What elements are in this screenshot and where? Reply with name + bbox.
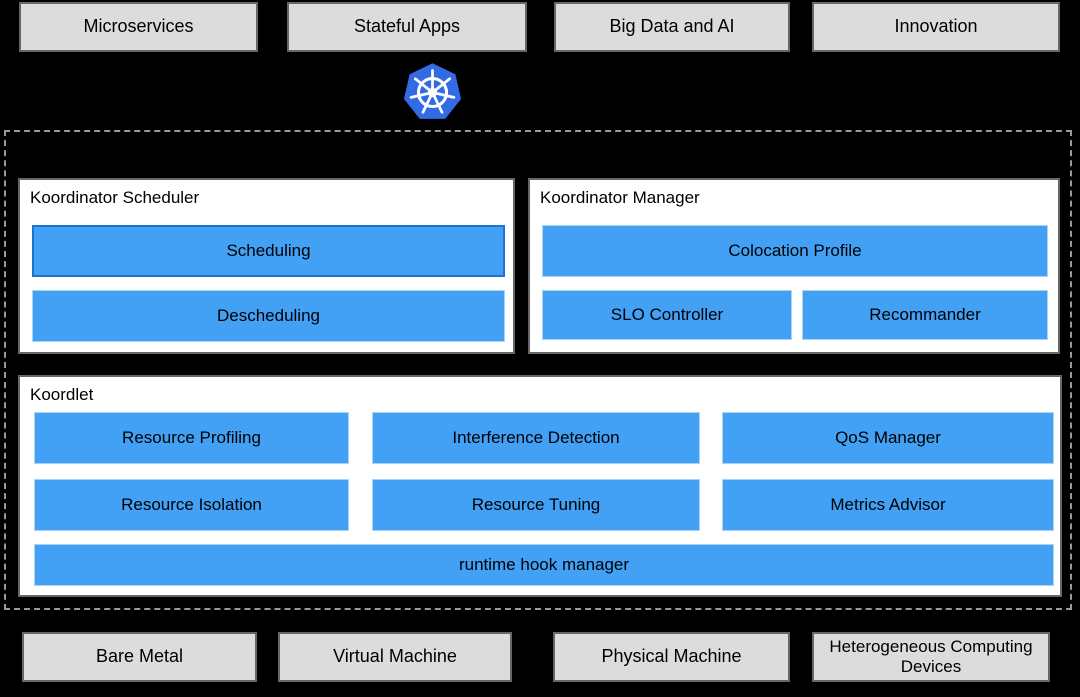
component-colocation-profile: Colocation Profile (542, 225, 1048, 277)
component-qos-manager: QoS Manager (722, 412, 1054, 464)
component-resource-isolation: Resource Isolation (34, 479, 349, 531)
workload-box-microservices: Microservices (19, 2, 258, 52)
panel-koordlet: Koordlet Resource Profiling Interference… (18, 375, 1062, 597)
infra-box-virtual-machine: Virtual Machine (278, 632, 512, 682)
component-recommander: Recommander (802, 290, 1048, 340)
workload-box-big-data-ai: Big Data and AI (554, 2, 790, 52)
infra-box-physical-machine: Physical Machine (553, 632, 790, 682)
kubernetes-logo-icon (402, 62, 463, 123)
panel-title-manager: Koordinator Manager (540, 188, 700, 207)
koordinator-system-boundary (4, 130, 1072, 610)
infra-box-bare-metal: Bare Metal (22, 632, 257, 682)
component-resource-profiling: Resource Profiling (34, 412, 349, 464)
component-scheduling: Scheduling (32, 225, 505, 277)
component-descheduling: Descheduling (32, 290, 505, 342)
workload-box-stateful-apps: Stateful Apps (287, 2, 527, 52)
component-interference-detection: Interference Detection (372, 412, 700, 464)
panel-koordinator-scheduler: Koordinator Scheduler Scheduling Desched… (18, 178, 515, 354)
component-metrics-advisor: Metrics Advisor (722, 479, 1054, 531)
workload-box-innovation: Innovation (812, 2, 1060, 52)
panel-title-scheduler: Koordinator Scheduler (30, 188, 200, 207)
panel-koordinator-manager: Koordinator Manager Colocation Profile S… (528, 178, 1060, 354)
component-resource-tuning: Resource Tuning (372, 479, 700, 531)
infra-box-heterogeneous-devices: Heterogeneous Computing Devices (812, 632, 1050, 682)
component-slo-controller: SLO Controller (542, 290, 792, 340)
panel-title-koordlet: Koordlet (30, 385, 94, 404)
component-runtime-hook-manager: runtime hook manager (34, 544, 1054, 586)
